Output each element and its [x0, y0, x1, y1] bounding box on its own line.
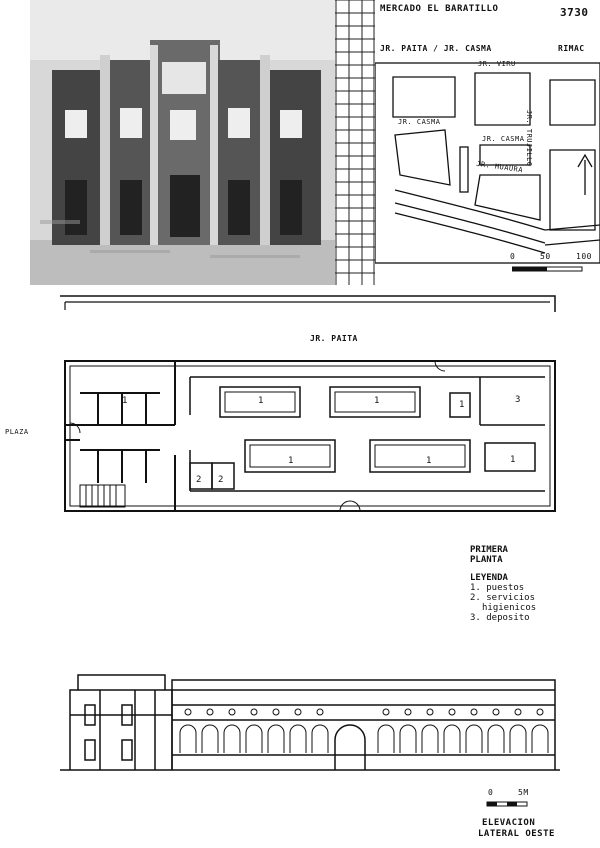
graph-paper-grid: [335, 0, 375, 285]
toilet-label: 2: [196, 475, 202, 485]
stall-label: 1: [374, 396, 380, 406]
map-label-paita-casma: JR. PAITA / JR. CASMA: [380, 44, 492, 53]
elevation-scale-5: 5M: [518, 788, 529, 797]
toilet-label: 2: [218, 475, 224, 485]
map-scale-50: 50: [540, 252, 551, 261]
map-scale-bar: [512, 265, 592, 275]
map-scale-0: 0: [510, 252, 516, 261]
map-scale-100: 100: [576, 252, 592, 261]
elevation-title-2: LATERAL OESTE: [478, 829, 555, 839]
elevation-title-1: ELEVACION: [482, 818, 536, 828]
stall-label: 1: [122, 396, 128, 406]
location-map: [375, 55, 600, 285]
storage-label: 3: [515, 395, 521, 405]
plaza-label: PLAZA: [5, 428, 29, 436]
legend-item: 3. deposito: [470, 613, 530, 623]
elevation-scale-0: 0: [488, 788, 494, 797]
plan-legend: PRIMERA PLANTA LEYENDA 1. puestos 2. ser…: [470, 545, 590, 623]
stall-label: 1: [258, 396, 264, 406]
plan-street-label: JR. PAITA: [310, 334, 358, 343]
plan-title-1: PRIMERA: [470, 545, 508, 555]
stall-label: 1: [459, 400, 465, 410]
sheet-number: 3730: [560, 6, 589, 19]
map-label-viru: JR. VIRU: [478, 60, 516, 68]
facade-photo: [30, 0, 335, 285]
street-edge-lines: [60, 294, 560, 314]
west-elevation: [60, 665, 560, 780]
legend-item: 2. servicios: [470, 593, 536, 603]
legend-title: LEYENDA: [470, 573, 508, 583]
plan-title-2: PLANTA: [470, 555, 503, 565]
legend-item: higienicos: [482, 603, 537, 613]
legend-item: 1. puestos: [470, 583, 525, 593]
stall-label: 1: [288, 456, 294, 466]
stall-label: 1: [510, 455, 516, 465]
map-label-casma-left: JR. CASMA: [398, 118, 441, 126]
map-label-casma-mid: JR. CASMA: [482, 135, 525, 143]
drawing-title: MERCADO EL BARATILLO: [380, 4, 499, 14]
elevation-scale-bar: [485, 800, 535, 810]
floor-plan: [60, 355, 560, 525]
map-label-rimac: RIMAC: [558, 44, 585, 53]
map-label-trujillo: JR. TRUJILLO: [525, 110, 533, 167]
stall-label: 1: [426, 456, 432, 466]
